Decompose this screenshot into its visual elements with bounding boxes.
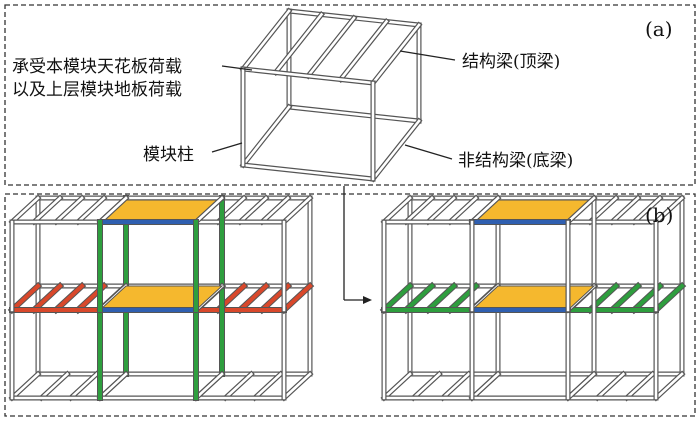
panel-b-tag: (b) [645,203,673,227]
beam-top-right [282,196,312,224]
panel-a-tag: (a) [645,17,673,41]
ceiling-joist [404,196,434,224]
panel-a-border [4,4,696,186]
beam-bottom-left [470,372,500,400]
beam-bottom-left [9,283,41,313]
leader-top-beam [399,50,456,61]
beam-bottom-right [194,372,224,400]
beam-top-right [654,196,684,224]
ceiling-joist [448,196,478,224]
floor-joist [252,372,283,400]
beam-top-right [194,196,224,224]
leader-load [221,65,253,71]
floor-joist [595,372,626,400]
beam-bottom-right [281,283,313,313]
beam-bottom-front [241,163,375,181]
ceiling-plate [470,197,596,223]
leader-column [211,142,243,153]
beam-top-right [371,23,421,85]
ceiling-joist [426,196,456,224]
floor-joist [68,372,99,400]
beam-bottom-left [10,372,40,400]
floor-joist [609,283,641,313]
label-top-beam: 结构梁(顶梁) [462,52,560,72]
beam-bottom-left [382,372,412,400]
beam-bottom-right [566,372,596,400]
ceiling-joist [54,196,84,224]
beam-bottom-back [287,105,421,123]
floor-joist [425,283,457,313]
beam-top-front [241,67,375,85]
beam-bottom-left [381,283,413,313]
beam-top-left [241,9,291,71]
label-load-line2: 以及上层模块地板荷载 [12,80,182,100]
beam-bottom-right [654,372,684,400]
floor-joist [440,372,471,400]
ceiling-joist [260,196,290,224]
beam-bottom-right [653,283,685,313]
label-bottom-beam: 非结构梁(底梁) [458,151,573,171]
ceiling-joist [238,196,268,224]
beam-bottom-left [98,372,128,400]
ceiling-joist [306,16,356,78]
ceiling-plate [98,197,224,223]
arrow-head [363,296,372,304]
label-column: 模块柱 [143,145,194,165]
beam-top-left [470,196,500,224]
floor-joist [39,372,70,400]
structure-drawings [7,7,687,402]
floor-joist [237,283,269,313]
beam-bottom-right [371,119,421,181]
beam-top-right [566,196,596,224]
ceiling-joist [273,12,324,75]
ceiling-joist [632,196,662,224]
beam-bottom-right [282,372,312,400]
panel-b-border [4,193,696,417]
beam-top-left [10,196,40,224]
floor-joist [223,372,254,400]
ceiling-joist [610,196,640,224]
ceiling-joist [338,19,389,82]
floor-joist [31,283,63,313]
floor-joist [624,372,655,400]
beam-top-left [382,196,412,224]
beam-top-left [98,196,128,224]
beam-bottom-left [241,105,291,167]
ceiling-joist [32,196,62,224]
floor-joist [53,283,85,313]
floor-joist [411,372,442,400]
label-load-line1: 承受本模块天花板荷载 [12,57,182,77]
leader-bottom-beam [404,144,453,160]
floor-joist [403,283,435,313]
ceiling-joist [76,196,106,224]
